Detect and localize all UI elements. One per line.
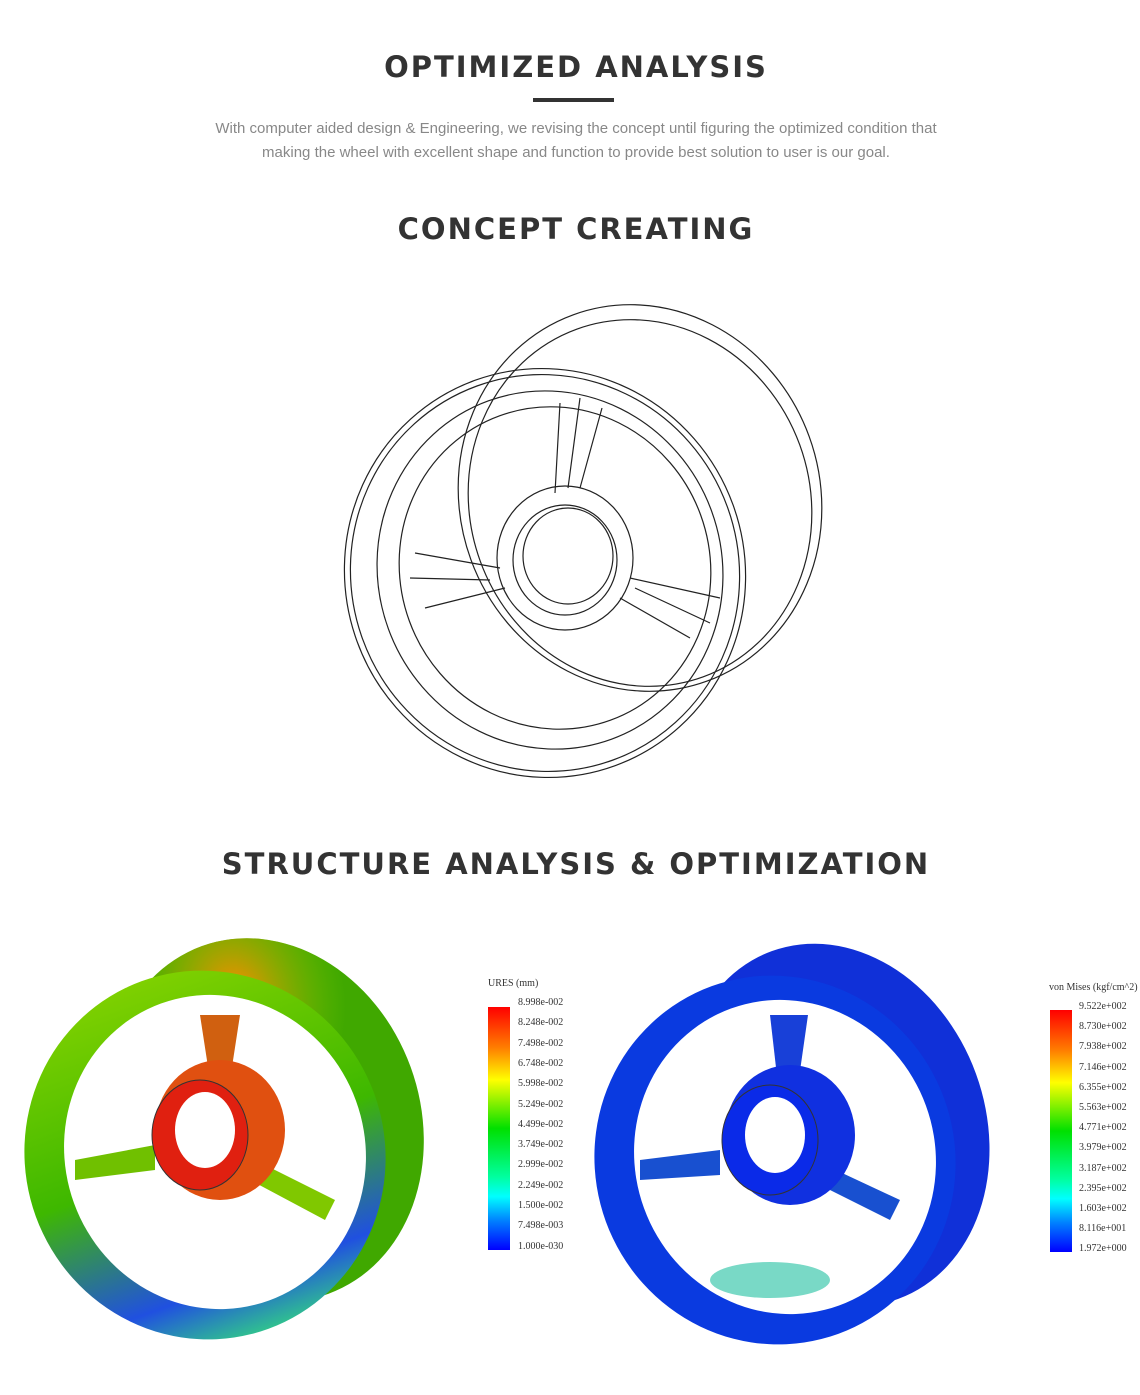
legend-label: 1.603e+002: [1079, 1203, 1127, 1214]
legend-label: 8.730e+002: [1079, 1021, 1127, 1033]
legend-label: 3.187e+002: [1079, 1162, 1127, 1174]
legend-label: 4.499e-002: [518, 1118, 564, 1130]
legend-label: 4.771e+002: [1079, 1122, 1127, 1134]
legend-label: 6.748e-002: [518, 1057, 564, 1069]
section-title-concept-creating: CONCEPT CREATING: [397, 212, 755, 246]
legend-label: 3.749e-002: [518, 1139, 564, 1151]
legend-label: 1.972e+000: [1079, 1243, 1127, 1255]
color-scale-bar: [1050, 1010, 1072, 1252]
legend-label: 7.498e-003: [518, 1220, 564, 1232]
legend-label: 5.249e-002: [518, 1098, 564, 1110]
legend-title: URES (mm): [488, 978, 539, 989]
legend-label: 8.116e+001: [1079, 1223, 1127, 1235]
legend-label: 7.498e-002: [518, 1037, 564, 1049]
legend-label: 7.146e+002: [1079, 1061, 1127, 1073]
description-line-2: making the wheel with excellent shape an…: [262, 144, 890, 161]
legend-label: 8.248e-002: [518, 1017, 564, 1029]
color-scale-bar: [488, 1007, 510, 1250]
legend-label: 3.979e+002: [1079, 1142, 1127, 1154]
legend-label: 9.522e+002: [1079, 1001, 1127, 1012]
legend-label: 2.999e-002: [518, 1159, 564, 1171]
legend-label: 2.249e-002: [518, 1179, 564, 1191]
legend-label: 5.563e+002: [1079, 1102, 1127, 1113]
legend-label: 8.998e-002: [518, 997, 564, 1008]
legend-label: 7.938e+002: [1079, 1041, 1127, 1053]
stress-analysis-wheel: [594, 943, 990, 1345]
section-title-optimized-analysis: OPTIMIZED ANALYSIS: [384, 50, 768, 84]
legend-label: 1.500e-002: [518, 1200, 564, 1211]
displacement-analysis-wheel: [24, 938, 424, 1340]
legend-label: 6.355e+002: [1079, 1081, 1127, 1093]
section-title-structure-analysis: STRUCTURE ANALYSIS & OPTIMIZATION: [221, 847, 931, 881]
legend-label: 1.000e-030: [518, 1240, 564, 1252]
title-underline: [533, 98, 614, 102]
legend-label: 5.998e-002: [518, 1078, 564, 1090]
description-line-1: With computer aided design & Engineering…: [215, 120, 937, 137]
legend-title: von Mises (kgf/cm^2): [1049, 982, 1138, 993]
wheel-line-drawing: [343, 304, 823, 779]
legend-label: 2.395e+002: [1079, 1182, 1127, 1194]
